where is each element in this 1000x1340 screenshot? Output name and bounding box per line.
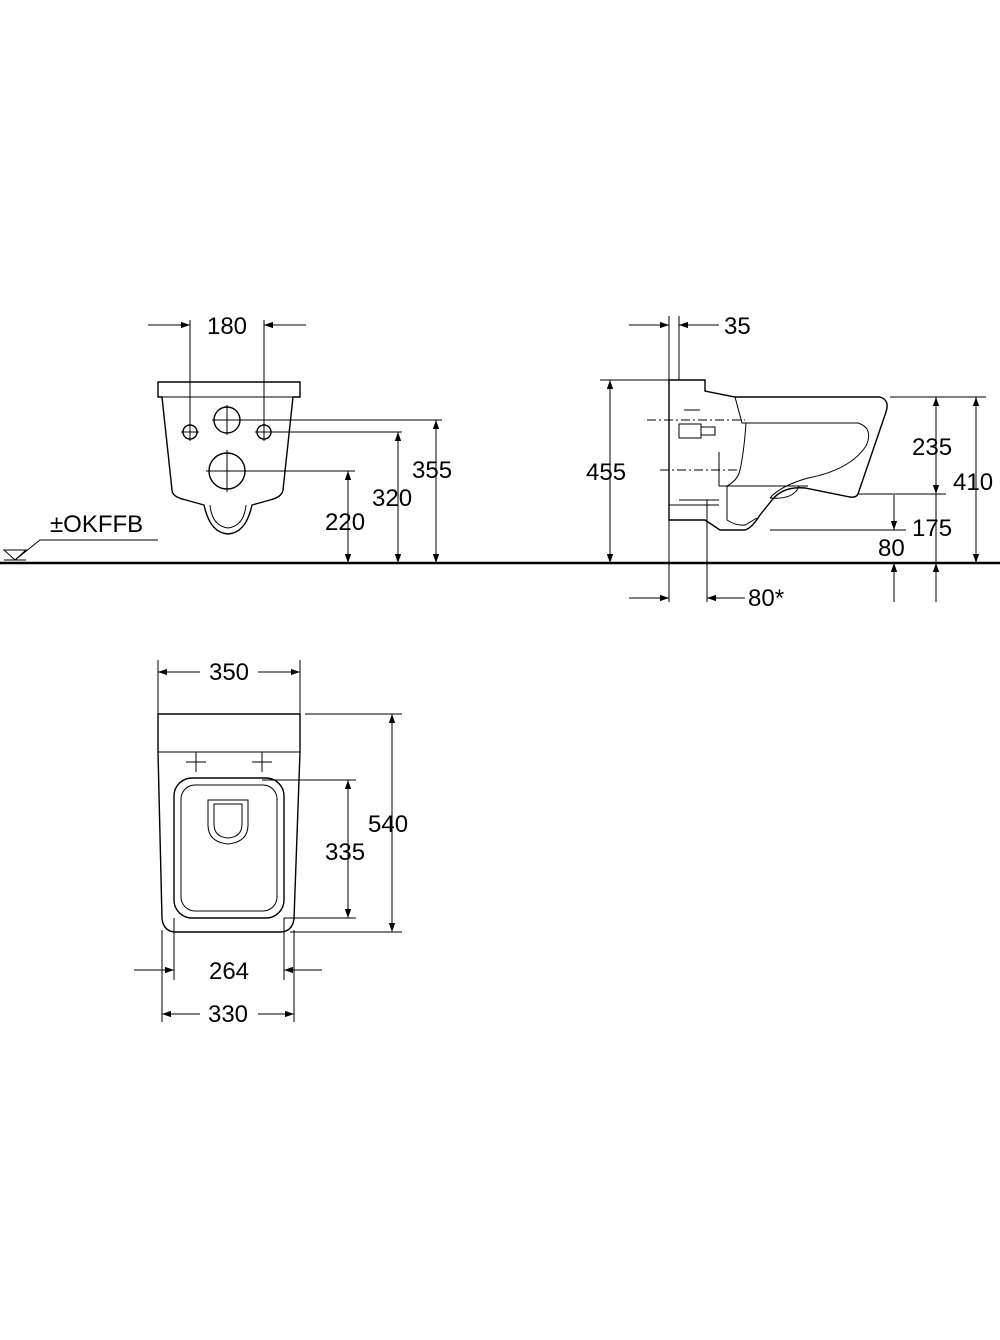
hinge-right-icon	[252, 752, 272, 772]
dim-320-label: 320	[372, 485, 412, 512]
front-view-body	[157, 381, 301, 535]
dim-220-label: 220	[325, 509, 365, 536]
dim-175-label: 175	[912, 515, 952, 542]
dim-264-label: 264	[209, 958, 249, 985]
front-view: 180 220 320 355	[148, 313, 452, 563]
dim-335-label: 335	[325, 839, 365, 866]
side-view: 35 455 80* 235 410 175 80	[586, 313, 993, 612]
fixing-hole-left-icon	[181, 423, 199, 441]
dim-80-star-label: 80*	[748, 585, 784, 612]
dim-410-label: 410	[953, 469, 993, 496]
dim-235-label: 235	[912, 434, 952, 461]
fixing-hole-right-icon	[255, 423, 273, 441]
toilet-seat-outline	[173, 777, 285, 919]
top-view-body	[157, 713, 301, 933]
inlet-connector-icon	[678, 409, 716, 439]
seat-lid-icon	[207, 799, 249, 845]
hinge-left-icon	[186, 752, 206, 772]
floor-reference-label: ±OKFFB	[50, 511, 143, 538]
side-view-body	[668, 379, 888, 531]
dim-540-label: 540	[368, 811, 408, 838]
dim-35-label: 35	[724, 313, 751, 340]
dim-80-label: 80	[878, 535, 905, 562]
dim-180-label: 180	[207, 313, 247, 340]
waste-outlet-icon	[206, 450, 248, 492]
water-inlet-icon	[212, 405, 242, 435]
top-view: 350 540 335 264 330	[134, 659, 408, 1028]
dim-355-label: 355	[412, 457, 452, 484]
floor-level-symbol	[2, 539, 158, 561]
dim-350-label: 350	[209, 659, 249, 686]
dim-455-label: 455	[586, 459, 626, 486]
dim-330-label: 330	[208, 1001, 248, 1028]
